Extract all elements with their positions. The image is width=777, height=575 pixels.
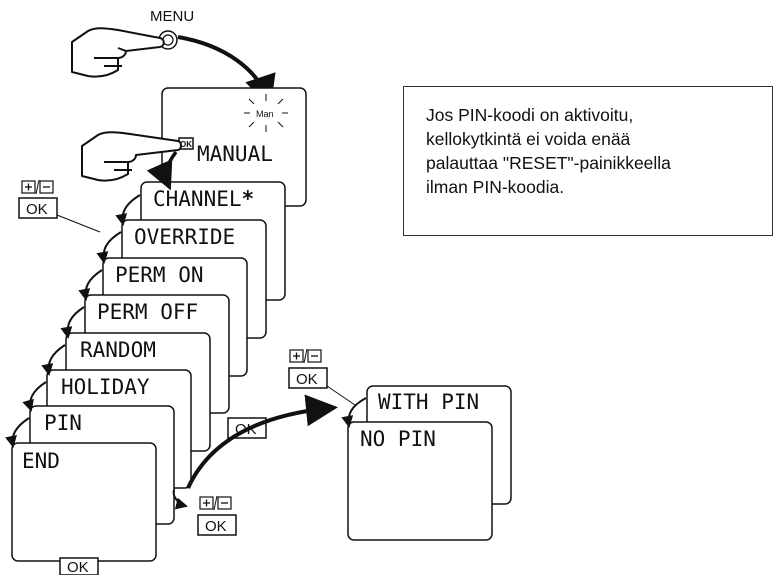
- man-indicator: Man: [256, 109, 274, 119]
- screen-manual-label: MANUAL: [197, 142, 273, 166]
- screen-perm-off-label: PERM OFF: [97, 300, 198, 324]
- menu-button[interactable]: [158, 30, 178, 50]
- man-blink-icon: [244, 94, 288, 132]
- ok-key-mini: OK: [180, 140, 192, 149]
- screen-override-label: OVERRIDE: [134, 225, 235, 249]
- ok-key-bottom-right: OK: [197, 514, 237, 536]
- ok-key-bottom: OK: [59, 557, 99, 575]
- pin-to-submenu-arrow: [186, 394, 338, 489]
- note-line-1: Jos PIN-koodi on aktivoitu,: [426, 105, 634, 125]
- ok-key-submenu: OK: [288, 367, 328, 389]
- ok-to-channel-arrow: [146, 150, 178, 191]
- note-line-3: palauttaa "RESET"-painikkeella: [426, 153, 671, 173]
- step-arrows: [5, 194, 141, 448]
- ok-key-top-left: OK: [18, 197, 58, 219]
- screen-random-label: RANDOM: [80, 338, 156, 362]
- screen-no-pin: NO PIN: [347, 421, 493, 541]
- note-line-2: kellokytkintä ei voida enää: [426, 129, 631, 149]
- screen-pin-label: PIN: [44, 411, 82, 435]
- pointing-hand-icon-ok: [81, 131, 182, 182]
- leader-line: [56, 214, 101, 233]
- screen-channel-label: CHANNEL*: [153, 187, 254, 211]
- svg-text:OK: OK: [67, 559, 89, 575]
- screen-holiday-label: HOLIDAY: [61, 375, 150, 399]
- info-note-box: Jos PIN-koodi on aktivoitu, kellokytkint…: [403, 86, 773, 236]
- plusminus-key-submenu: [289, 348, 322, 364]
- svg-text:OK: OK: [205, 518, 227, 535]
- screen-manual: Man OK MANUAL: [161, 87, 307, 207]
- pointing-hand-icon: [71, 27, 165, 78]
- screen-no-pin-label: NO PIN: [360, 427, 436, 451]
- menu-label: MENU: [150, 8, 194, 25]
- screen-with-pin-label: WITH PIN: [378, 390, 479, 414]
- submenu-step-arrow: [341, 397, 367, 428]
- return-arrow: [172, 489, 188, 510]
- leader-line-submenu: [326, 385, 356, 406]
- screen-end-label: END: [22, 449, 60, 473]
- svg-text:OK: OK: [296, 371, 318, 388]
- screen-perm-on-label: PERM ON: [115, 263, 204, 287]
- note-line-4: ilman PIN-koodia.: [426, 177, 565, 197]
- plusminus-key: [21, 179, 54, 195]
- svg-text:OK: OK: [26, 201, 48, 218]
- plusminus-key-bottom: [199, 495, 232, 511]
- screen-end: END: [11, 442, 157, 562]
